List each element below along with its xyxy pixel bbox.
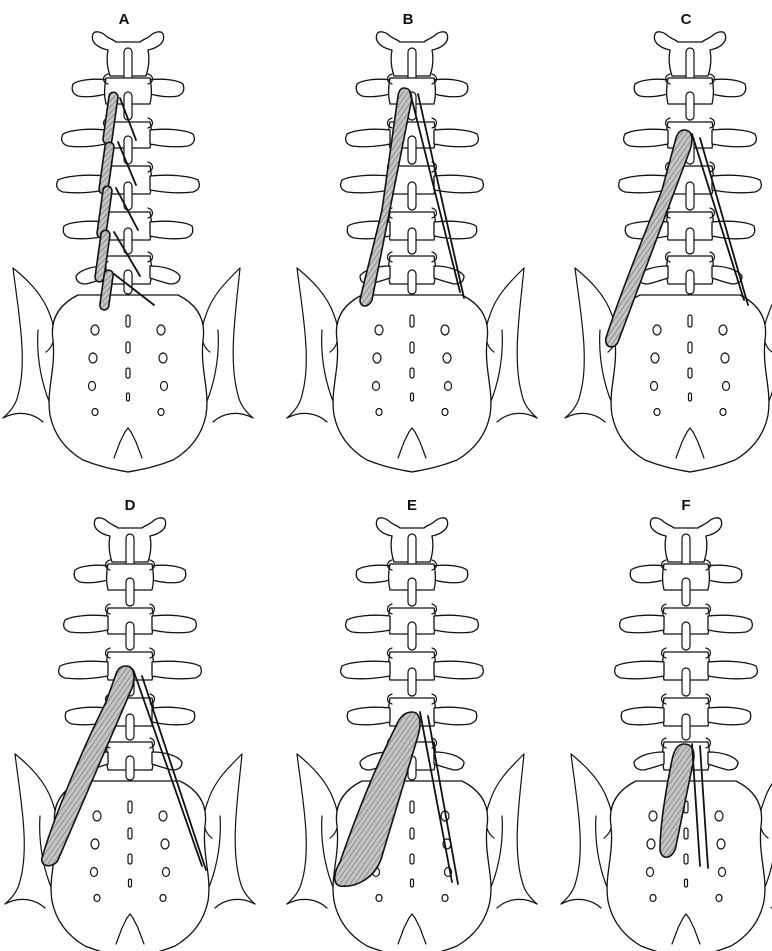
panel-label-a: A xyxy=(119,11,130,28)
spine-d xyxy=(5,518,255,951)
panel-c: C xyxy=(565,11,772,472)
spine-a xyxy=(3,32,253,472)
panel-label-f: F xyxy=(681,497,690,514)
panel-f: F xyxy=(561,497,772,951)
panel-label-d: D xyxy=(125,497,136,514)
panel-e: E xyxy=(287,497,537,951)
panel-label-c: C xyxy=(681,11,692,28)
spine-f xyxy=(561,518,772,951)
spine-c xyxy=(565,32,772,472)
panel-d: D xyxy=(5,497,255,951)
panel-a: A xyxy=(3,11,253,472)
panel-label-b: B xyxy=(403,11,414,28)
panel-b: B xyxy=(287,11,537,472)
panel-label-e: E xyxy=(407,497,417,514)
